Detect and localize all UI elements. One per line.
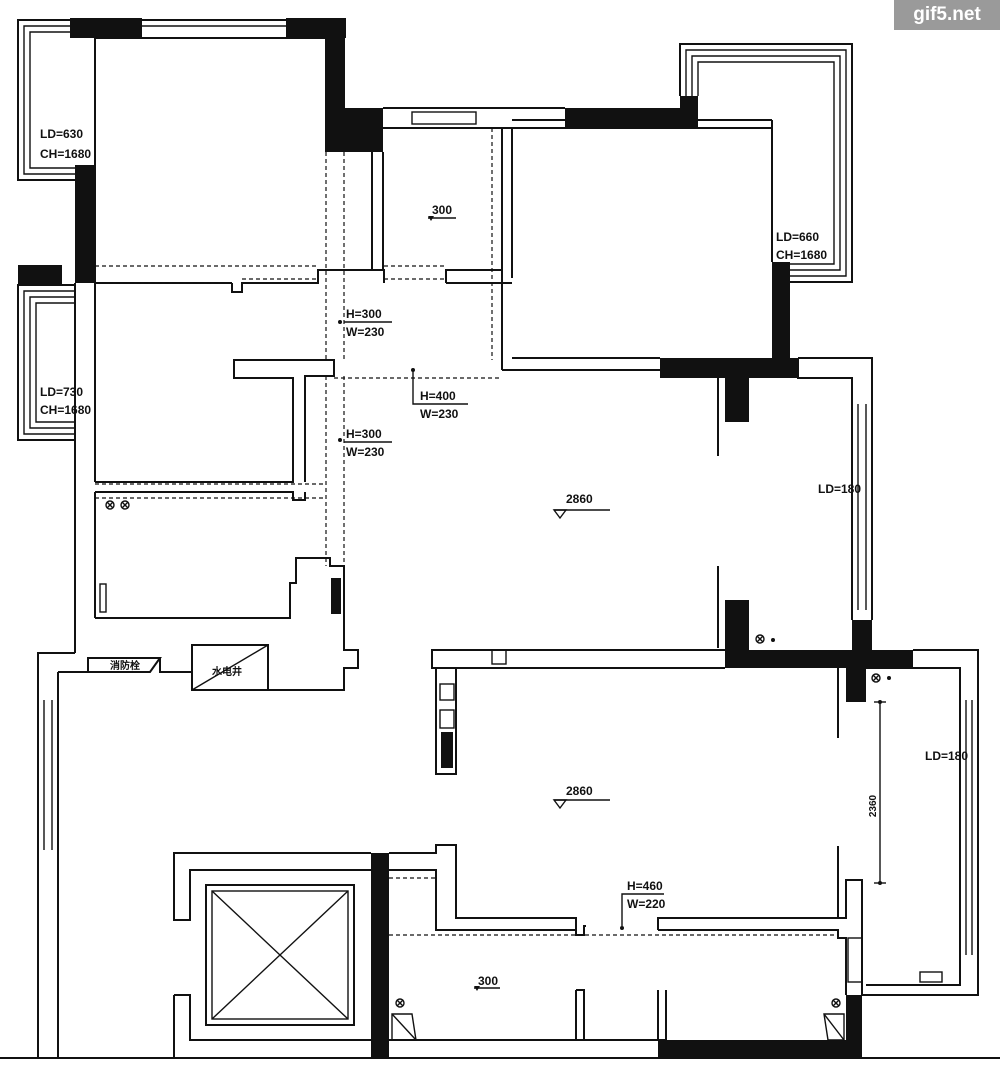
bottom-room-height: 300 <box>478 974 498 988</box>
ceiling-marker-small-room: 300 <box>428 203 456 221</box>
water-electric-shaft <box>191 644 269 691</box>
light-icon <box>831 998 841 1008</box>
beam-3-w: W=230 <box>346 445 385 459</box>
wall-right-col-2 <box>852 620 872 668</box>
beam-labels: H=300 W=230 H=400 W=230 H=300 W=230 H=46… <box>338 307 666 930</box>
beam-4-h: H=460 <box>627 879 663 893</box>
wall-center-beam <box>660 358 798 378</box>
beam-label-4: H=460 W=220 <box>620 879 666 930</box>
watermark-logo: gif5.net <box>894 0 1000 30</box>
wall-right-col-3 <box>846 668 866 702</box>
ceiling-marker-living: 2860 <box>552 492 610 520</box>
wall-top-left-col <box>325 18 345 128</box>
wall-bottom-col <box>371 853 389 1058</box>
wall-bottom-right-1 <box>658 1040 862 1058</box>
window-top-left-ch: CH=1680 <box>40 147 91 161</box>
wall-top-right-1 <box>565 108 695 128</box>
beam-1-h: H=300 <box>346 307 382 321</box>
living-height: 2860 <box>566 492 593 506</box>
ceiling-marker-dining: 2860 <box>552 784 610 810</box>
light-fixtures <box>105 500 891 1008</box>
beam-2-w: W=230 <box>420 407 459 421</box>
elevator-shaft <box>205 884 355 1026</box>
window-labels: LD=630 CH=1680 LD=730 CH=1680 LD=660 CH=… <box>40 127 968 763</box>
dining-height: 2860 <box>566 784 593 798</box>
dimension-line: 2360 <box>868 700 886 885</box>
beam-2-h: H=400 <box>420 389 456 403</box>
wall-mid-beam <box>725 650 913 668</box>
fire-hydrant-label: 消防栓 <box>110 659 140 672</box>
beam-dashed-lines <box>95 128 838 936</box>
wall-center-stub <box>725 370 749 422</box>
wall-outlines <box>0 19 1000 1059</box>
bay-window-top-left <box>17 19 75 181</box>
beam-1-w: W=230 <box>346 325 385 339</box>
window-top-right-ch: CH=1680 <box>776 248 827 262</box>
window-right-lower-ld: LD=180 <box>925 749 968 763</box>
wall-shaft-left <box>331 578 341 614</box>
water-electric-label: 水电井 <box>211 665 242 678</box>
dimension-vertical-label: 2360 <box>868 794 879 817</box>
wall-bottom-right-2 <box>846 995 862 1058</box>
beam-3-h: H=300 <box>346 427 382 441</box>
light-icon <box>120 500 130 510</box>
window-top-right-ld: LD=660 <box>776 230 819 244</box>
ceiling-marker-bottom-room: 300 <box>474 974 500 991</box>
beam-4-w: W=220 <box>627 897 666 911</box>
wall-left-stub <box>18 265 62 285</box>
column-top-center <box>325 108 383 152</box>
window-left-ld: LD=730 <box>40 385 83 399</box>
window-left-ch: CH=1680 <box>40 403 91 417</box>
bay-window-left <box>17 284 75 441</box>
shaft-labels: 消防栓 水电井 <box>110 659 242 678</box>
window-top-left-ld: LD=630 <box>40 127 83 141</box>
beam-label-2: H=400 W=230 <box>411 368 468 421</box>
light-icon <box>395 998 405 1008</box>
wall-top-right-2 <box>680 96 698 128</box>
wall-left-col <box>75 165 95 283</box>
light-icon <box>105 500 115 510</box>
window-right-upper-ld: LD=180 <box>818 482 861 496</box>
beam-label-3: H=300 W=230 <box>338 427 392 459</box>
bay-window-top-right <box>679 43 853 283</box>
beam-label-1: H=300 W=230 <box>338 307 392 339</box>
ceiling-height-markers: 300 2860 2860 300 <box>428 203 610 991</box>
light-icon <box>871 673 891 683</box>
wall-top-left-1 <box>70 18 142 38</box>
light-icon <box>755 634 775 644</box>
structural-walls <box>18 18 913 1058</box>
small-room-height: 300 <box>432 203 452 217</box>
